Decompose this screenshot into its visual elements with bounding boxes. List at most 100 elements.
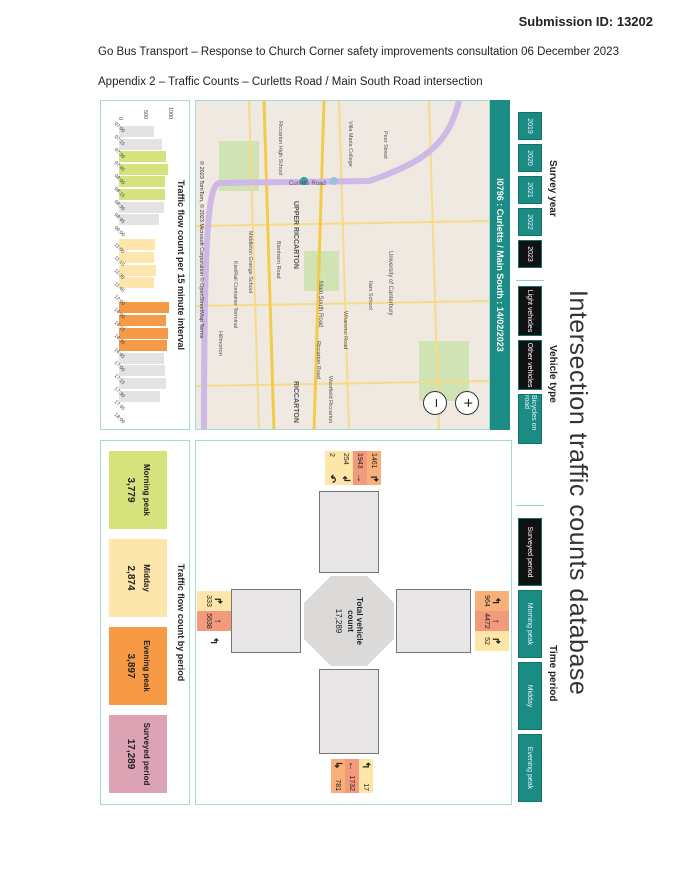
interval-chart: Traffic flow count per 15 minute interva…: [100, 100, 190, 430]
year-2022-button[interactable]: 2022: [518, 208, 542, 236]
y-tick: 1000: [167, 107, 173, 120]
bar: [119, 315, 167, 326]
bar: [119, 327, 169, 339]
map-label: Hillmorton: [217, 331, 223, 356]
time-period-buttons: Surveyed period Morning peak Midday Even…: [518, 518, 542, 802]
west-movement: 1461↱: [367, 451, 381, 485]
turn-left-arrow-icon: ↰: [208, 636, 220, 646]
year-2021-button[interactable]: 2021: [518, 176, 542, 204]
bar: [119, 138, 162, 150]
period-value: 17,289: [125, 738, 136, 770]
north-movements: ↰964 ↑4472 ↱52: [475, 591, 509, 651]
chart-title: Traffic flow count per 15 minute interva…: [176, 179, 186, 351]
map-panel[interactable]: Curletts Road Main South Road UPPER RICC…: [195, 100, 490, 430]
north-arm-lanes: [396, 589, 471, 653]
straight-arrow-icon: ↑: [212, 618, 223, 624]
east-movements: ↰ 17 ← 1732 ↳ 781: [331, 759, 373, 793]
bar: [119, 277, 154, 289]
year-2020-button[interactable]: 2020: [518, 144, 542, 172]
survey-year-label: Survey year: [547, 160, 558, 217]
period-value: 3,897: [125, 653, 136, 679]
dashboard-title: Intersection traffic counts database: [564, 290, 592, 696]
count: 17: [362, 783, 370, 791]
zoom-out-button[interactable]: −: [423, 391, 447, 415]
south-movements: ↱333 ↑5638 ↰: [197, 591, 231, 651]
x-tick-label: 07:00: [112, 121, 126, 135]
south-left-turn: ↰: [197, 631, 231, 651]
north-through: ↑4472: [475, 611, 509, 631]
map-label: Main South Road: [317, 281, 323, 327]
bar: [119, 365, 166, 377]
bars-area: [119, 125, 169, 425]
period-label: Morning peak: [142, 463, 151, 516]
light-vehicles-button[interactable]: Light vehicles: [518, 286, 542, 336]
east-movement: ↳ 781: [331, 759, 345, 793]
intersection-diagram: ↰964 ↑4472 ↱52 ↱333 ↑5638 ↰ 1461↱ 1943→ …: [195, 440, 512, 805]
count: 1943: [356, 453, 364, 469]
straight-arrow-icon: ↑: [490, 618, 501, 624]
total-label: Total vehicle count: [346, 597, 364, 645]
count: 52: [483, 637, 490, 645]
count: 254: [342, 453, 350, 465]
period-label: Evening peak: [142, 640, 151, 692]
document-heading: Go Bus Transport – Response to Church Co…: [98, 46, 619, 58]
west-movements: 1461↱ 1943→ 254↲ 2↶: [325, 451, 381, 485]
turn-arrow-icon: ↳: [332, 761, 344, 770]
other-vehicles-button[interactable]: Other vehicles: [518, 340, 542, 390]
west-movement: 254 ↲: [339, 451, 353, 485]
turn-arrow-icon: ↱: [368, 474, 380, 483]
year-2019-button[interactable]: 2019: [518, 112, 542, 140]
period-label: Surveyed period: [142, 722, 151, 786]
map-label: Curletts Road: [289, 181, 326, 187]
west-movement: 1943 →: [353, 451, 367, 485]
north-left-turn: ↰964: [475, 591, 509, 611]
midday-button[interactable]: Midday: [518, 662, 542, 730]
surveyed-period-button[interactable]: Surveyed period: [518, 518, 542, 586]
y-tick: 500: [142, 110, 148, 120]
south-arm-lanes: [231, 589, 301, 653]
survey-year-buttons: 2019 2020 2021 2022 2023: [518, 112, 542, 268]
map-label: Blenheim Road: [275, 241, 281, 279]
map-label: Riccarton High School: [277, 121, 283, 175]
west-arm-lanes: [319, 491, 379, 573]
south-right-turn: ↱333: [197, 591, 231, 611]
turn-left-arrow-icon: ↰: [490, 596, 501, 606]
vehicle-type-buttons: Light vehicles Other vehicles Bicycles o…: [518, 286, 542, 444]
count: 4472: [483, 613, 490, 629]
straight-arrow-icon: →: [354, 473, 366, 483]
evening-peak-button[interactable]: Evening peak: [518, 734, 542, 802]
count: 1732: [348, 775, 356, 791]
turn-arrow-icon: ↲: [340, 474, 352, 483]
map-label: Riccarton Road: [315, 341, 321, 379]
count: 781: [334, 779, 342, 791]
map-attribution[interactable]: © 2023 TomTom, © 2023 Microsoft Corporat…: [198, 161, 204, 339]
south-through: ↑5638: [197, 611, 231, 631]
period-summary: Traffic flow count by period Morning pea…: [100, 440, 190, 805]
turn-arrow-icon: ↰: [360, 761, 372, 770]
divider: [516, 280, 544, 281]
turn-right-arrow-icon: ↱: [212, 596, 223, 606]
bicycles-button[interactable]: Bicycles on road: [518, 394, 542, 444]
map-label: Peer Street: [382, 131, 388, 159]
bar: [119, 302, 169, 314]
straight-arrow-icon: ←: [346, 761, 358, 771]
map-label: Ilam School: [367, 281, 373, 310]
traffic-dashboard-screenshot: Intersection traffic counts database Sur…: [95, 100, 592, 820]
bar: [119, 163, 169, 175]
east-arm-lanes: [319, 669, 379, 754]
map-label: Westfield Riccarton: [327, 376, 333, 423]
year-2023-button[interactable]: 2023: [518, 240, 542, 268]
site-header: I0796 : Curletts / Main South : 14/02/20…: [490, 100, 510, 430]
morning-peak-button[interactable]: Morning peak: [518, 590, 542, 658]
map-canvas: Curletts Road Main South Road UPPER RICC…: [195, 101, 489, 430]
map-label: KiwiRail Container Terminal: [232, 261, 238, 328]
period-title: Traffic flow count by period: [176, 563, 186, 682]
period-value: 2,874: [125, 565, 136, 591]
zoom-in-button[interactable]: +: [455, 391, 479, 415]
bar: [119, 264, 157, 276]
time-period-label: Time period: [547, 645, 558, 702]
total-value: 17,289: [334, 608, 343, 634]
bar: [119, 151, 167, 163]
evening-peak-box: Evening peak 3,897: [109, 627, 167, 705]
east-movement: ← 1732: [345, 759, 359, 793]
